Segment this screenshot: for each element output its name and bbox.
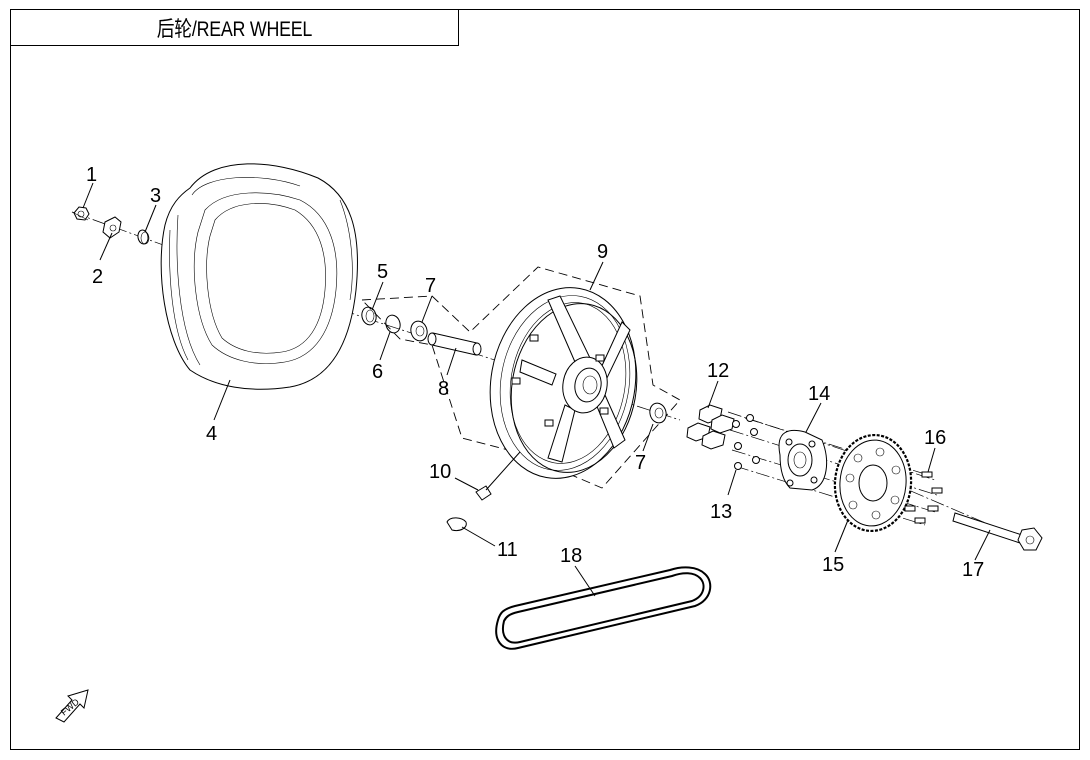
part-spacer (137, 229, 150, 245)
callout-7-left: 7 (425, 275, 436, 297)
part-spacer-tube (427, 332, 482, 356)
part-valve (475, 451, 521, 501)
callout-11: 11 (497, 539, 518, 561)
callout-14: 14 (808, 383, 830, 405)
fwd-direction-badge: FWD (55, 689, 89, 723)
callout-7-right: 7 (635, 452, 646, 474)
part-rear-rim (489, 287, 638, 479)
callout-10: 10 (429, 461, 451, 483)
part-drive-belt (495, 566, 712, 650)
callout-16: 16 (924, 427, 946, 449)
callout-labels: 1 2 3 4 5 6 7 7 8 9 10 11 12 13 14 15 16… (86, 164, 984, 581)
callout-18: 18 (560, 545, 582, 567)
callout-5: 5 (377, 261, 388, 283)
part-nut (71, 206, 90, 221)
callout-9: 9 (597, 241, 608, 263)
title-box: 后轮/REAR WHEEL (10, 9, 459, 46)
part-rear-axle (952, 512, 1043, 551)
callout-12: 12 (707, 360, 729, 382)
part-valve-cap (446, 517, 467, 531)
callout-1: 1 (86, 164, 97, 186)
part-bolts (904, 471, 943, 524)
callout-4: 4 (206, 423, 217, 445)
part-nuts (732, 414, 760, 470)
callout-6: 6 (372, 361, 383, 383)
callout-3: 3 (150, 185, 161, 207)
callout-2: 2 (92, 266, 103, 288)
part-sprocket-hub (778, 429, 828, 491)
part-oil-seal (361, 306, 377, 326)
drawing-frame (10, 9, 1080, 750)
callout-15: 15 (822, 554, 844, 576)
part-bearing-right (649, 402, 667, 424)
callout-17: 17 (962, 559, 984, 581)
part-sprocket (833, 433, 913, 533)
leader-lines (82, 182, 991, 597)
part-chain-adjuster (102, 216, 122, 239)
part-tire (160, 163, 358, 390)
part-damper-rubbers (686, 404, 735, 450)
callout-8: 8 (438, 378, 449, 400)
callout-13: 13 (710, 501, 732, 523)
part-circlip (385, 314, 401, 334)
page-title: 后轮/REAR WHEEL (156, 17, 313, 41)
part-bearing-left (410, 320, 428, 342)
